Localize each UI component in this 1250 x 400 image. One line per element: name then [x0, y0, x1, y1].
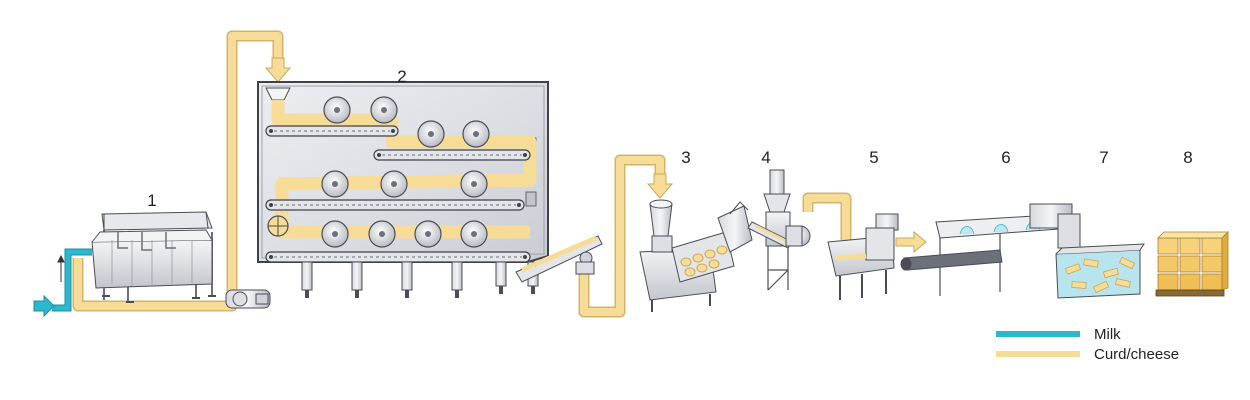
- brine-tank: [1055, 243, 1145, 299]
- step-number-8: 8: [1183, 148, 1192, 167]
- curd-pump: [225, 289, 271, 309]
- legend-swatch-curd: [996, 351, 1080, 357]
- step-number-2: 2: [397, 67, 406, 86]
- moulding-machine: [827, 213, 899, 300]
- legend-swatch-milk: [996, 331, 1080, 337]
- curd-pipe-vat-to-cheddaring: [72, 30, 284, 312]
- step-number-5: 5: [869, 148, 878, 167]
- extruder: [639, 199, 753, 312]
- cheese-pallet: [1155, 231, 1229, 297]
- legend: Milk Curd/cheese: [996, 326, 1179, 363]
- transfer-arrow-icon: [895, 230, 927, 254]
- step-number-7: 7: [1099, 148, 1108, 167]
- curd-pipe-to-moulding: [802, 192, 852, 240]
- curd-pipe-to-extruder: [578, 154, 666, 318]
- milk-inlet-arrow-icon: [33, 294, 55, 318]
- step-number-1: 1: [147, 191, 156, 210]
- cheese-vat: [91, 211, 216, 303]
- legend-label-milk: Milk: [1094, 326, 1121, 343]
- step-number-6: 6: [1001, 148, 1010, 167]
- cheddaring-machine: [257, 81, 603, 298]
- step-labels: 1 2 3 4 5 6 7 8: [147, 67, 1192, 210]
- legend-label-curd: Curd/cheese: [1094, 346, 1179, 363]
- cutter: [747, 169, 811, 291]
- step-number-4: 4: [761, 148, 770, 167]
- curd-inlet-arrow-icon: [264, 57, 292, 83]
- extruder-inlet-arrow-icon: [646, 173, 674, 199]
- step-number-3: 3: [681, 148, 690, 167]
- cooling-conveyor: [900, 203, 1081, 296]
- milk-pipe: [33, 248, 92, 318]
